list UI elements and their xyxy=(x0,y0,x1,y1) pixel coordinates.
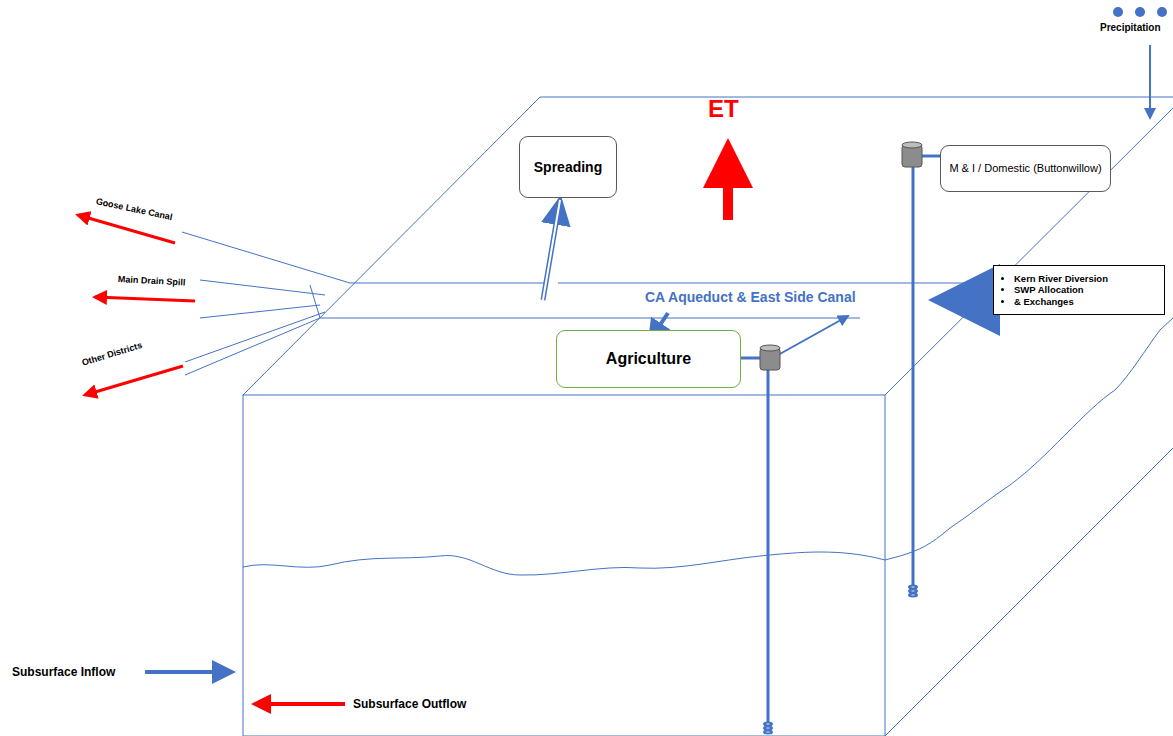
node-text: Agriculture xyxy=(606,349,691,368)
node-text: Spreading xyxy=(534,159,602,176)
outflow-label: Other Districts xyxy=(81,340,144,368)
node-text: Kern River Diversion xyxy=(1014,273,1108,284)
domestic-use-box: M & I / Domestic (Buttonwillow) xyxy=(940,145,1111,192)
node-text: & Exchanges xyxy=(1014,296,1074,307)
node-text: SWP Allocation xyxy=(1014,284,1084,295)
water-sources-box: Kern River DiversionSWP Allocation& Exch… xyxy=(993,265,1165,315)
subsurface-label: Subsurface Outflow xyxy=(353,697,466,711)
subsurface-label: Subsurface Inflow xyxy=(12,665,115,679)
outflow-label: Goose Lake Canal xyxy=(95,196,173,222)
agriculture-box: Agriculture xyxy=(556,330,741,388)
spreading-box: Spreading xyxy=(519,136,617,198)
et-label: ET xyxy=(708,95,739,123)
outflow-label: Main Drain Spill xyxy=(118,274,186,288)
canal-label: CA Aqueduct & East Side Canal xyxy=(645,289,856,305)
precipitation-label: Precipitation xyxy=(1100,22,1161,33)
node-text: M & I / Domestic (Buttonwillow) xyxy=(949,162,1101,175)
